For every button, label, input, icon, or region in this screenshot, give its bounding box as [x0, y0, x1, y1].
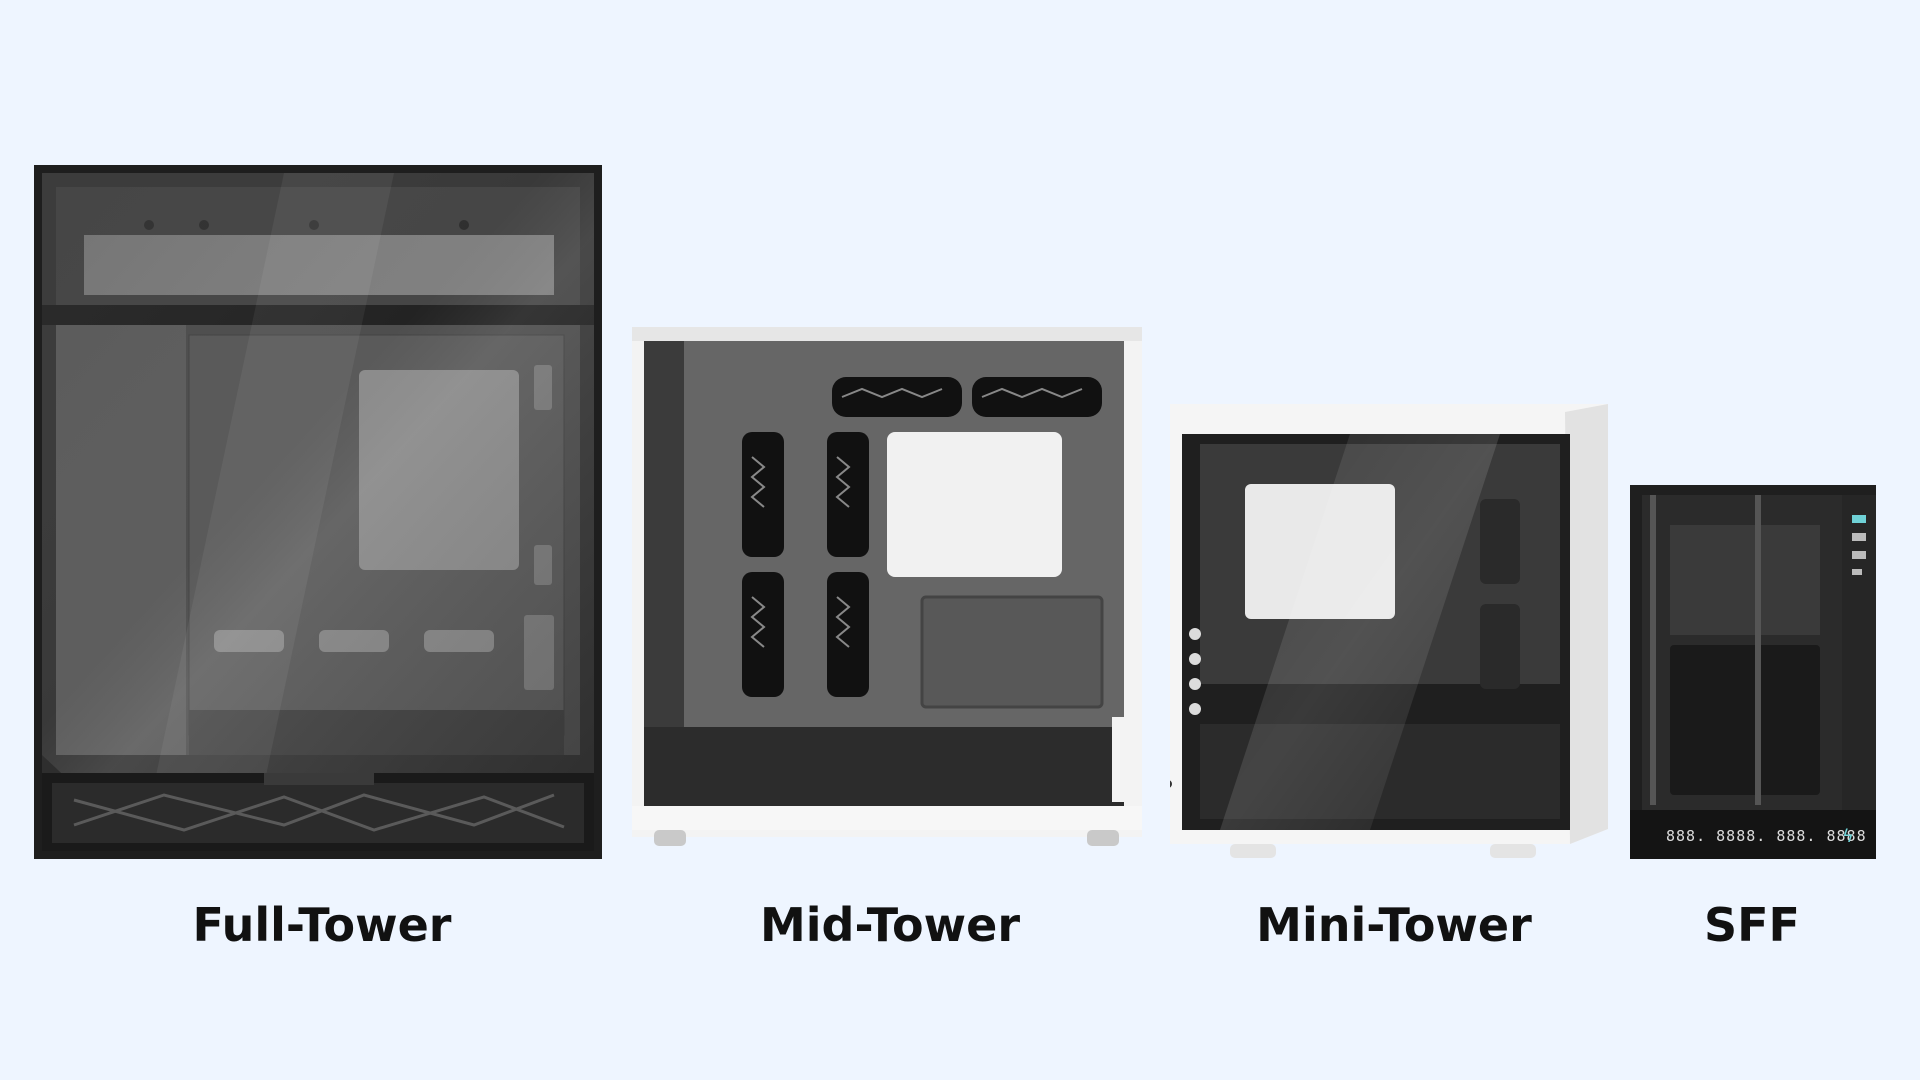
sff-lightning-icon: ϟ — [1842, 826, 1854, 847]
full-tower-illustration — [34, 165, 602, 859]
mid-tower-illustration — [632, 327, 1142, 846]
case-label-sff: SFF — [1704, 898, 1800, 952]
case-label-mini-tower: Mini-Tower — [1256, 898, 1532, 952]
case-label-mid-tower: Mid-Tower — [759, 898, 1021, 952]
mid-tower-case-image — [632, 327, 1142, 852]
sff-case-image: 888. 8888. 888. 8888 ϟ — [1630, 485, 1876, 859]
sff-display-readout: 888. 8888. 888. 8888 — [1666, 827, 1867, 845]
full-tower-case-image — [34, 165, 602, 859]
mini-tower-illustration — [1170, 404, 1608, 858]
case-label-full-tower: Full-Tower — [192, 898, 452, 952]
mini-tower-case-image — [1170, 404, 1608, 858]
sff-illustration: 888. 8888. 888. 8888 ϟ — [1630, 485, 1876, 859]
